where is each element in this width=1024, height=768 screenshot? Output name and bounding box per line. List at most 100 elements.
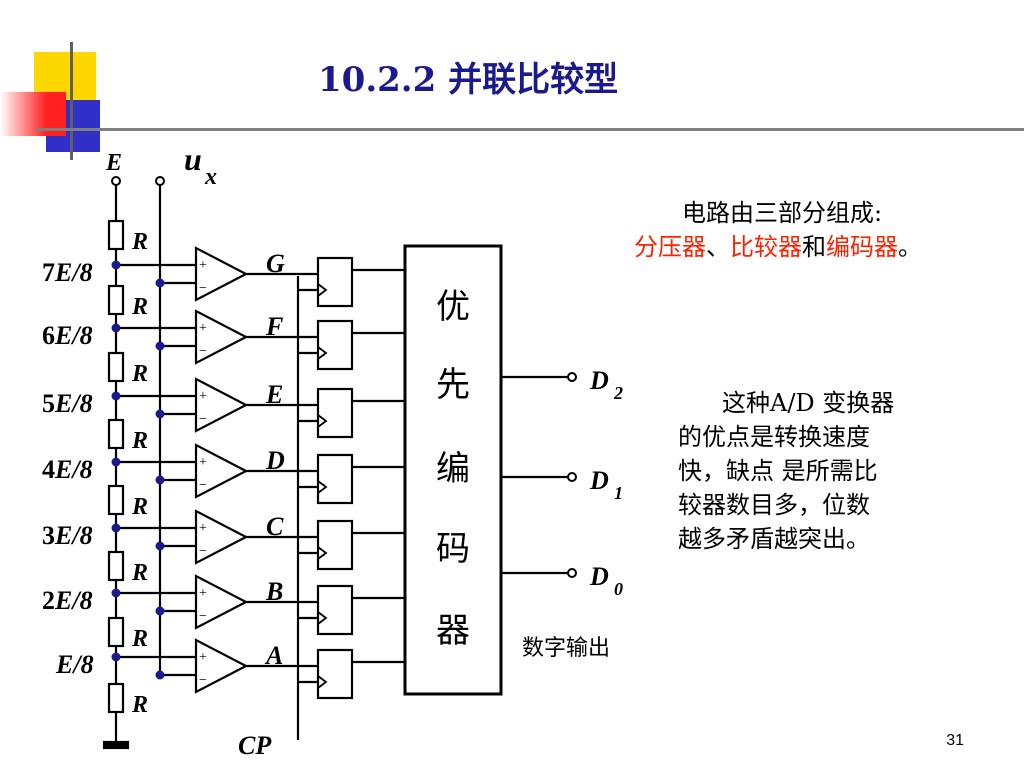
clock-triangle — [317, 346, 328, 360]
minus-sign: − — [199, 281, 207, 296]
resistor — [107, 351, 125, 383]
d-flip-flop — [316, 387, 354, 439]
minus-sign: − — [199, 544, 207, 559]
supply-label: E — [105, 150, 122, 176]
input-junction — [155, 278, 165, 288]
resistor — [107, 682, 125, 714]
plus-sign: + — [199, 321, 207, 336]
tap-voltage-label: 2E/8 — [42, 586, 93, 615]
advantage-line: 较器数目多，位数 — [678, 491, 870, 519]
advantage-line: 越多矛盾越突出。 — [678, 525, 870, 553]
advantage-line: 的优点是转换速度 — [678, 423, 870, 451]
input-junction — [155, 541, 165, 551]
tap-voltage-label: 4E/8 — [42, 455, 93, 484]
resistor-label: R — [131, 361, 148, 387]
description-line: 电路由三部分组成: — [682, 199, 883, 227]
d-flip-flop — [316, 453, 354, 505]
clock-triangle — [317, 611, 328, 625]
tap-voltage-label: 7E/8 — [42, 258, 93, 287]
comparator-output-label: A — [264, 641, 283, 670]
d-flip-flop — [316, 319, 354, 371]
comparator — [194, 443, 249, 499]
clock-triangle — [317, 283, 328, 297]
input-subscript: x — [204, 164, 217, 190]
input-junction — [155, 409, 165, 419]
minus-sign: − — [199, 673, 207, 688]
resistor-label: R — [131, 626, 148, 652]
encoder-char: 码 — [436, 531, 470, 568]
comparator-output-label: G — [266, 249, 285, 278]
divider-term: 分压器 — [634, 233, 706, 261]
comparator — [194, 509, 249, 565]
tap-junction — [111, 391, 121, 401]
page-number: 31 — [946, 732, 964, 749]
advantage-line: 这种A/D 变换器 — [722, 389, 895, 417]
tap-junction — [111, 652, 121, 662]
tap-junction — [111, 457, 121, 467]
comparator-output-label: E — [265, 380, 283, 409]
slide-title: 10.2.2 并联比较型 — [318, 60, 619, 100]
output-terminal — [567, 472, 577, 482]
comparator-output-label: B — [265, 577, 283, 606]
output-subscript: 0 — [614, 579, 623, 599]
resistor — [107, 484, 125, 516]
tap-voltage-label: 6E/8 — [42, 321, 93, 350]
comparator — [194, 638, 249, 694]
digital-output-caption: 数字输出 — [522, 635, 610, 660]
comparator-output-label: D — [265, 446, 285, 475]
advantage-line: 快，缺点 是所需比 — [678, 457, 878, 485]
minus-sign: − — [199, 609, 207, 624]
plus-sign: + — [199, 258, 207, 273]
plus-sign: + — [199, 521, 207, 536]
comparator — [194, 309, 249, 365]
output-label: D — [589, 562, 609, 591]
output-terminal — [567, 568, 577, 578]
encoder-term: 编码器 — [826, 233, 898, 261]
separator: 和 — [802, 233, 826, 261]
supply-terminal — [111, 176, 121, 186]
comparator — [194, 246, 249, 302]
tap-junction — [111, 523, 121, 533]
input-label: u — [184, 141, 202, 177]
priority-encoder-box — [403, 244, 503, 696]
encoder-char: 编 — [436, 450, 470, 488]
resistor-label: R — [131, 229, 148, 255]
tap-voltage-label: 3E/8 — [42, 521, 93, 550]
comparator — [194, 377, 249, 433]
d-flip-flop — [316, 648, 354, 700]
resistor-label: R — [131, 294, 148, 320]
clock-label: CP — [238, 731, 272, 760]
clock-triangle — [317, 546, 328, 560]
plus-sign: + — [199, 650, 207, 665]
tap-voltage-label: 5E/8 — [42, 389, 93, 418]
resistor — [107, 219, 125, 251]
tap-voltage-label: E/8 — [55, 650, 94, 679]
d-flip-flop — [316, 256, 354, 308]
tap-junction — [111, 588, 121, 598]
output-terminal — [567, 372, 577, 382]
plus-sign: + — [199, 389, 207, 404]
title-divider — [36, 128, 1024, 131]
clock-triangle — [317, 675, 328, 689]
encoder-char: 器 — [436, 613, 470, 650]
comparator-output-label: C — [266, 512, 284, 541]
comparator — [194, 574, 249, 630]
minus-sign: − — [199, 478, 207, 493]
comparator-output-label: F — [265, 312, 283, 341]
encoder-char: 优 — [436, 288, 470, 326]
circuit-description: 电路由三部分组成: 分压器、比较器和编码器。 — [634, 196, 954, 264]
resistor — [107, 418, 125, 450]
advantage-text: 这种A/D 变换器 的优点是转换速度 快，缺点 是所需比 较器数目多，位数 越多… — [678, 386, 968, 556]
output-label: D — [589, 466, 609, 495]
resistor-label: R — [131, 560, 148, 586]
output-subscript: 2 — [613, 383, 623, 403]
tap-junction — [111, 260, 121, 270]
output-subscript: 1 — [614, 483, 623, 503]
clock-triangle — [317, 480, 328, 494]
period: 。 — [898, 233, 922, 261]
resistor-label: R — [131, 692, 148, 718]
input-junction — [155, 606, 165, 616]
input-terminal — [155, 176, 165, 186]
encoder-char: 先 — [436, 366, 470, 404]
